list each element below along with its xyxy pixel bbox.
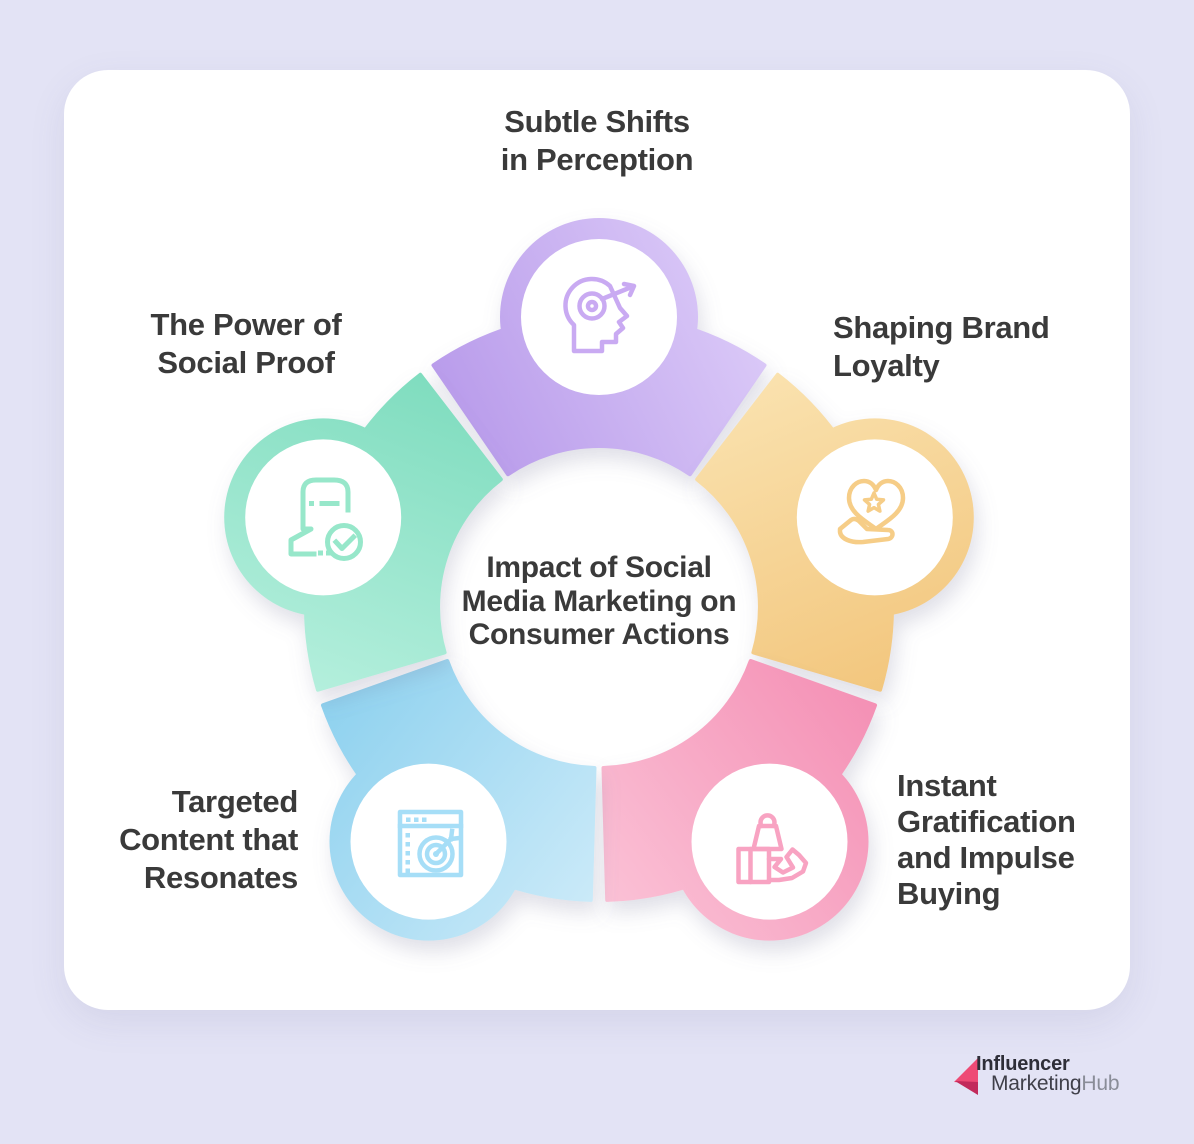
segment-social-proof	[224, 372, 503, 692]
hand-heart-star-icon	[837, 478, 906, 545]
social-proof-icon-circle	[245, 439, 402, 596]
segment-loyalty	[695, 372, 974, 692]
label-subtle-shifts: Subtle Shifts in Perception	[500, 104, 694, 177]
browser-bullseye-icon	[397, 809, 464, 878]
logo-arrow-icon	[954, 1058, 978, 1095]
segment-impulse	[601, 659, 877, 941]
logo-influencer-text: Influencer	[976, 1053, 1070, 1075]
person-check-icon	[288, 477, 363, 561]
label-shaping-brand-loyalty: Shaping Brand Loyalty	[833, 310, 1050, 383]
center-title: Impact of Social Media Marketing on Cons…	[461, 551, 737, 651]
influencer-marketinghub-logo: Influencer MarketingHub	[952, 1052, 1152, 1102]
logo-marketing-text: Marketing	[991, 1072, 1082, 1095]
head-target-arrow-icon	[563, 276, 637, 354]
segment-perception	[431, 218, 767, 477]
logo-hub-text: Hub	[1081, 1072, 1120, 1095]
segment-targeted	[321, 659, 597, 941]
impulse-icon-circle	[691, 763, 848, 920]
label-targeted-content: Targeted Content that Resonates	[119, 784, 298, 895]
label-power-of-social-proof: The Power of Social Proof	[150, 307, 342, 380]
hand-shopping-bag-icon	[736, 813, 809, 885]
loyalty-icon-circle	[796, 439, 953, 596]
logo-marketinghub-text: MarketingHub	[976, 1072, 1120, 1095]
label-instant-gratification: Instant Gratification and Impulse Buying	[897, 768, 1076, 911]
